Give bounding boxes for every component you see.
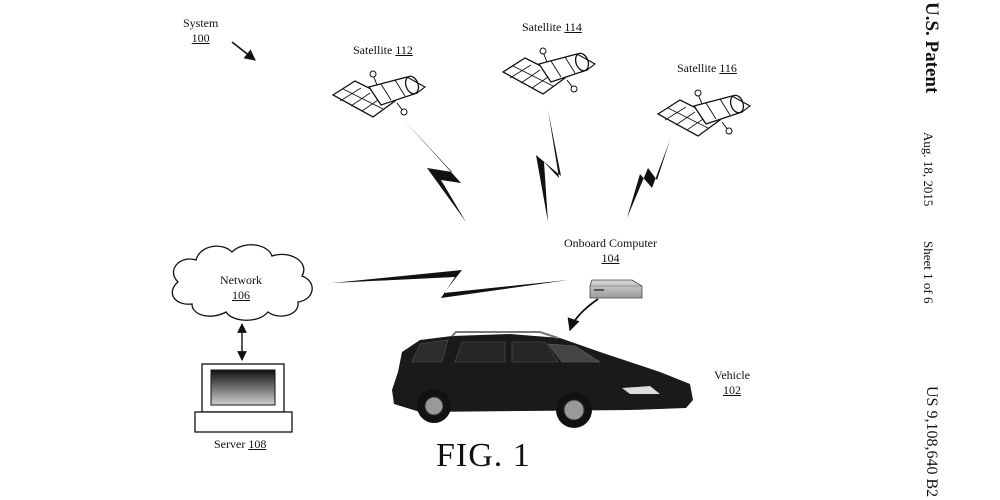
satellite-116-name: Satellite xyxy=(677,61,717,75)
network-label: Network 106 xyxy=(220,273,262,303)
satellite-112-label: Satellite 112 xyxy=(353,43,413,58)
patent-number: US 9,108,640 B2 xyxy=(923,386,940,498)
satellite-114-ref: 114 xyxy=(564,20,582,34)
network-name: Network xyxy=(220,273,262,287)
satellite-114-name: Satellite xyxy=(522,20,562,34)
vehicle-car-icon xyxy=(392,331,693,428)
wireless-link-network-icon xyxy=(332,270,568,298)
satellite-116-label: Satellite 116 xyxy=(677,61,737,76)
vehicle-ref: 102 xyxy=(722,383,741,397)
vehicle-label: Vehicle 102 xyxy=(714,368,750,398)
system-label: System 100 xyxy=(183,16,218,46)
satellite-116-icon xyxy=(657,89,751,137)
system-arrow-icon xyxy=(231,41,256,61)
system-ref: 100 xyxy=(191,31,210,45)
wireless-link-116-icon xyxy=(627,140,670,218)
patent-publisher: U.S. Patent xyxy=(921,2,942,94)
onboard-computer-label: Onboard Computer 104 xyxy=(564,236,657,266)
vehicle-name: Vehicle xyxy=(714,368,750,382)
patent-sheet: Sheet 1 of 6 xyxy=(921,241,936,304)
wireless-link-114-icon xyxy=(536,110,561,222)
onboard-vehicle-arrow-icon xyxy=(567,298,599,332)
server-label: Server 108 xyxy=(214,437,266,452)
satellite-114-label: Satellite 114 xyxy=(522,20,582,35)
onboard-computer-icon xyxy=(589,279,643,299)
system-name: System xyxy=(183,16,219,30)
satellite-112-ref: 112 xyxy=(395,43,413,57)
server-computer-icon xyxy=(194,363,293,433)
wireless-link-112-icon xyxy=(404,120,466,222)
server-name: Server xyxy=(214,437,246,451)
network-ref: 106 xyxy=(232,288,250,302)
onboard-computer-name: Onboard Computer xyxy=(564,236,657,250)
patent-date: Aug. 18, 2015 xyxy=(921,132,936,207)
satellite-112-name: Satellite xyxy=(353,43,393,57)
server-ref: 108 xyxy=(248,437,267,451)
satellite-114-icon xyxy=(502,47,596,95)
satellite-112-icon xyxy=(332,70,426,118)
satellite-116-ref: 116 xyxy=(719,61,737,75)
network-cloud-icon xyxy=(171,244,313,321)
figure-label: FIG. 1 xyxy=(436,437,531,474)
onboard-computer-ref: 104 xyxy=(601,251,620,265)
